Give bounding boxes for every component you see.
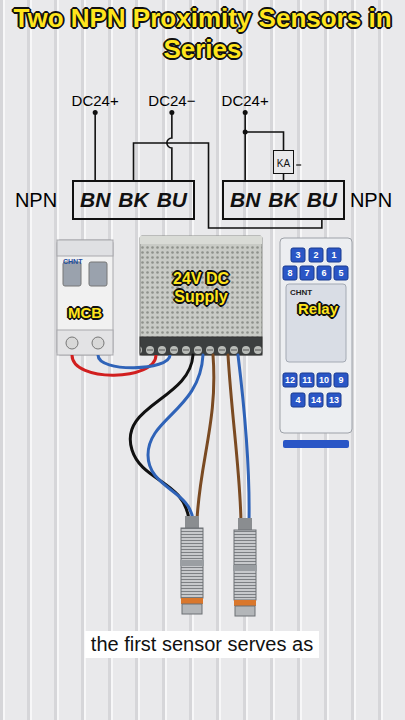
relay-terminals bbox=[283, 248, 348, 407]
relay-body bbox=[280, 238, 352, 448]
device-label: CHNT bbox=[290, 288, 312, 297]
supply-rail-label: DC24− bbox=[148, 92, 195, 109]
sensor-cables bbox=[130, 355, 249, 522]
relay-pin-number: 1 bbox=[331, 250, 336, 260]
sensor-type-label: NPN bbox=[15, 189, 57, 212]
device-label: MCB bbox=[68, 304, 102, 321]
sensor-type-label: NPN bbox=[350, 189, 392, 212]
wire-code: BU bbox=[157, 188, 187, 212]
caption: the first sensor serves as bbox=[85, 631, 319, 658]
wire bbox=[167, 113, 172, 181]
connector bbox=[72, 355, 170, 375]
supply-rail-label: DC24+ bbox=[72, 92, 119, 109]
wire-code: BK bbox=[268, 188, 298, 212]
psu-device: 24V DC Supply bbox=[140, 236, 262, 355]
supply-rail-label: DC24+ bbox=[222, 92, 269, 109]
wire-code: BU bbox=[307, 188, 337, 212]
device-label: CHNT bbox=[63, 258, 82, 265]
relay-pin-number: 2 bbox=[313, 250, 318, 260]
relay-pin-number: 3 bbox=[295, 250, 300, 260]
relay-pin-number: 13 bbox=[329, 395, 339, 405]
relay-pin-number: 9 bbox=[338, 375, 343, 385]
coil-label: KA bbox=[277, 158, 290, 169]
relay-pin-number: 11 bbox=[302, 375, 312, 385]
relay-pin-number: 7 bbox=[304, 268, 309, 278]
relay-pin-number: 4 bbox=[295, 395, 300, 405]
title: Two NPN Proximity Sensors in Series bbox=[5, 3, 400, 65]
connector bbox=[134, 143, 322, 228]
wire-code: BK bbox=[118, 188, 148, 212]
terminal-dot bbox=[243, 130, 248, 135]
coil-mark bbox=[296, 164, 301, 165]
relay-pin-number: 12 bbox=[285, 375, 295, 385]
sensor-terminal-box: BN BK BU bbox=[222, 180, 345, 220]
device-label: 24V DC Supply bbox=[146, 270, 256, 305]
wire bbox=[94, 113, 96, 181]
sensor-terminal-box: BN BK BU bbox=[72, 180, 195, 220]
relay-pin-number: 8 bbox=[287, 268, 292, 278]
device-label: Relay bbox=[298, 300, 338, 317]
relay-coil-box: KA bbox=[273, 150, 294, 174]
relay-pin-number: 5 bbox=[338, 268, 343, 278]
mcb-breaker bbox=[57, 240, 113, 355]
wire-code: BN bbox=[230, 188, 260, 212]
wire-code: BN bbox=[80, 188, 110, 212]
wire bbox=[245, 132, 283, 150]
relay-pin-number: 10 bbox=[319, 375, 329, 385]
relay-pin-number: 14 bbox=[311, 395, 321, 405]
wire bbox=[244, 113, 246, 181]
relay-pin-number: 6 bbox=[321, 268, 326, 278]
power-supply bbox=[140, 236, 262, 355]
proximity-sensor bbox=[180, 516, 204, 614]
proximity-sensor bbox=[233, 518, 257, 616]
mcb-device: CHNT MCB bbox=[57, 240, 113, 355]
